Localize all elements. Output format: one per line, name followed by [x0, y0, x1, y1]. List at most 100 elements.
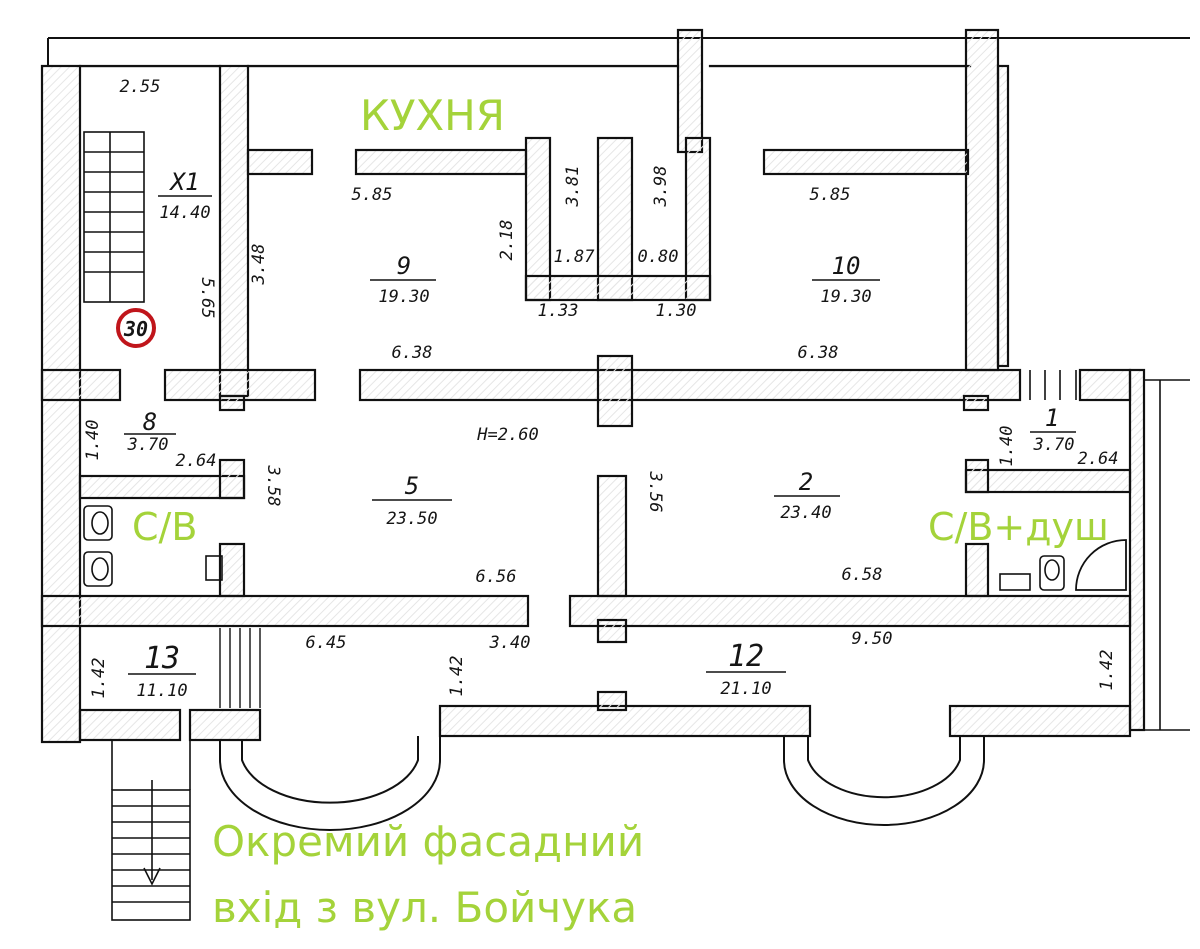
wall-row1-c [358, 368, 1022, 402]
wall-row1-a [40, 368, 122, 402]
room-number: Х1 [169, 168, 200, 196]
dimension: 5.85 [810, 185, 851, 205]
staircase-main [83, 131, 145, 303]
room-number: 5 [405, 472, 419, 500]
wall-room1-left [964, 458, 990, 494]
dimension: 2.64 [176, 451, 217, 471]
stair-marker-number: 30 [123, 317, 148, 341]
wall-stub-corr-1 [218, 394, 246, 412]
dimension: 6.45 [306, 633, 347, 653]
wall-row2-stub [596, 618, 628, 644]
facade-wall-a [78, 708, 182, 742]
room-number: 12 [728, 639, 764, 674]
duct-bottom [524, 274, 712, 302]
room-labels: Х1 14.40 9 19.30 10 19.30 8 3.70 5 23.50… [124, 168, 1076, 701]
toilet-left-bottom [83, 551, 113, 587]
room-area: 23.40 [780, 503, 831, 523]
room-number: 1 [1045, 404, 1059, 432]
staircase-entrance [111, 740, 191, 921]
room-area: 11.10 [136, 681, 187, 701]
dimension: 3.40 [489, 633, 531, 653]
dimension: 6.56 [476, 567, 517, 587]
duct-center [596, 136, 634, 302]
dimension: 1.40 [83, 420, 103, 461]
room-area: 19.30 [378, 287, 429, 307]
room-area: 21.10 [720, 679, 771, 699]
wall-stair-right [218, 64, 250, 398]
room-area: 14.40 [159, 203, 210, 223]
dimension: 3.48 [249, 244, 269, 286]
wall-room8-right [218, 458, 246, 500]
duct-left [524, 136, 552, 302]
room-number: 8 [143, 408, 157, 436]
annotations: КУХНЯ С/В С/В+душ Окремий фасадний вхід … [132, 91, 1109, 932]
wall-row2-b [568, 594, 1132, 628]
dimension: 2.64 [1078, 449, 1119, 469]
dimension: 0.80 [638, 247, 679, 267]
wall-stub-10 [762, 148, 970, 176]
room-number: 13 [144, 641, 180, 676]
bay-window-left [219, 736, 441, 831]
outer-wall-right [996, 64, 1010, 368]
walls [40, 28, 1190, 744]
room-number: 2 [799, 468, 813, 496]
room-number: 10 [832, 252, 861, 280]
dimension: 5.85 [352, 185, 393, 205]
kitchen-label: КУХНЯ [360, 91, 505, 140]
dimension: 1.42 [89, 658, 109, 699]
dimension: 6.58 [842, 565, 883, 585]
dimension: 3.56 [645, 471, 665, 513]
shaft-wall-right [964, 28, 1000, 372]
wall-stub-9-right [354, 148, 528, 176]
room-area: 3.70 [127, 435, 169, 455]
dimension: H=2.60 [476, 425, 538, 445]
outer-wall-left [40, 64, 82, 744]
wall-wc-right-left [964, 542, 990, 598]
dimension: 3.98 [651, 166, 671, 208]
dimension: 1.33 [538, 301, 579, 321]
wall-5-2 [596, 474, 628, 598]
right-vent [1029, 370, 1077, 400]
dimension: 1.42 [447, 656, 467, 697]
dimension: 1.87 [554, 247, 596, 267]
dimension-labels: 2.55 5.65 5.85 5.85 3.48 2.18 3.81 3.98 … [83, 77, 1118, 698]
wall-wc-left-right [218, 542, 246, 598]
room-area: 19.30 [820, 287, 871, 307]
dimension: 6.38 [798, 343, 839, 363]
dimension: 2.18 [497, 220, 517, 261]
dimension: 3.58 [263, 465, 283, 507]
wall-right-stair [1128, 368, 1146, 732]
steps-room13 [219, 628, 261, 708]
wall-row2-a [40, 594, 530, 628]
wall-stub-corr-2 [596, 354, 634, 428]
facade-wall-b [188, 708, 262, 742]
bay-window-right [783, 736, 985, 826]
stair-marker-circle [116, 308, 156, 348]
wall-stub-corr-3 [962, 394, 990, 412]
wall-stub-9-left [246, 148, 314, 176]
wall-row1-d [1078, 368, 1132, 402]
room-area: 23.50 [386, 509, 437, 529]
duct-right [684, 136, 712, 302]
bay-windows [219, 736, 985, 831]
sink-left [205, 555, 223, 581]
dimension: 6.38 [392, 343, 433, 363]
facade-stub-mid [596, 690, 628, 712]
entrance-label-line1: Окремий фасадний [212, 817, 644, 866]
wc-left-label: С/В [132, 505, 197, 549]
room-area: 3.70 [1033, 435, 1075, 455]
wall-room1-bottom [964, 468, 1132, 494]
toilet-right [1039, 555, 1065, 591]
dimension: 1.30 [656, 301, 697, 321]
shower-right [1075, 539, 1127, 591]
shaft-wall-left [676, 28, 704, 154]
room-number: 9 [397, 252, 411, 280]
sink-right [999, 573, 1031, 591]
dimension: 1.42 [1097, 650, 1117, 691]
facade-wall-d [948, 704, 1132, 738]
toilet-left-top [83, 505, 113, 541]
dimension: 3.81 [563, 166, 583, 208]
dimension: 2.55 [120, 77, 161, 97]
dimension: 5.65 [197, 278, 217, 319]
